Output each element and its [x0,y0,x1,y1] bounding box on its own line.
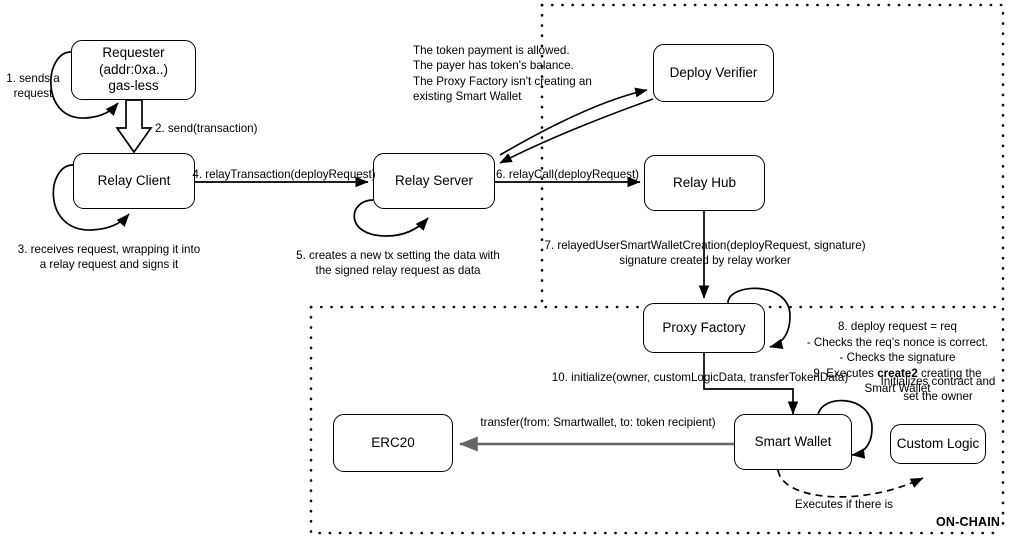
node-erc20-label: ERC20 [371,434,415,450]
node-smart-wallet-label: Smart Wallet [754,433,832,449]
label-step-3: 3. receives request, wrapping it into a … [17,243,201,272]
node-relay-server-label: Relay Server [394,172,474,188]
node-relay-client[interactable]: Relay Client [73,153,195,209]
node-proxy-factory[interactable]: Proxy Factory [643,303,765,353]
label-executes-if-there-is: Executes if there is [795,498,893,511]
node-custom-logic-label: Custom Logic [896,435,980,451]
label-step-4: 4. relayTransaction(deployRequest) [192,168,376,181]
node-erc20[interactable]: ERC20 [333,414,453,472]
annotation-verifier-checks: The token payment is allowed. The payer … [413,44,592,104]
node-relay-client-label: Relay Client [97,172,171,188]
node-custom-logic[interactable]: Custom Logic [890,424,986,464]
node-requester[interactable]: Requester (addr:0xa..) gas-less [71,40,196,100]
node-proxy-factory-label: Proxy Factory [662,319,746,335]
node-relay-server[interactable]: Relay Server [373,153,495,209]
edge-smart-wallet-to-custom-logic [777,469,924,498]
label-step-5: 5. creates a new tx setting the data wit… [296,249,500,278]
node-relay-hub-label: Relay Hub [672,174,737,190]
label-transfer: transfer(from: Smartwallet, to: token re… [480,416,716,429]
annotation-initializes-contract: Initializes contract and set the owner [880,375,996,404]
edge-deploy-verifier-to-relay-server [499,98,654,164]
label-step-6: 6. relayCall(deployRequest) [495,168,640,181]
node-relay-hub[interactable]: Relay Hub [644,155,765,211]
node-smart-wallet[interactable]: Smart Wallet [734,414,852,470]
node-deploy-verifier[interactable]: Deploy Verifier [653,44,774,102]
node-requester-label: Requester (addr:0xa..) gas-less [98,45,169,94]
label-step-7: 7. relayedUserSmartWalletCreation(deploy… [544,239,866,268]
node-deploy-verifier-label: Deploy Verifier [669,64,758,80]
label-step-1: 1. sends a request [6,72,60,101]
label-step-2: 2. send(transaction) [155,122,258,135]
on-chain-label: ON-CHAIN [936,515,1001,529]
edge-requester-to-relay-client [115,99,153,154]
